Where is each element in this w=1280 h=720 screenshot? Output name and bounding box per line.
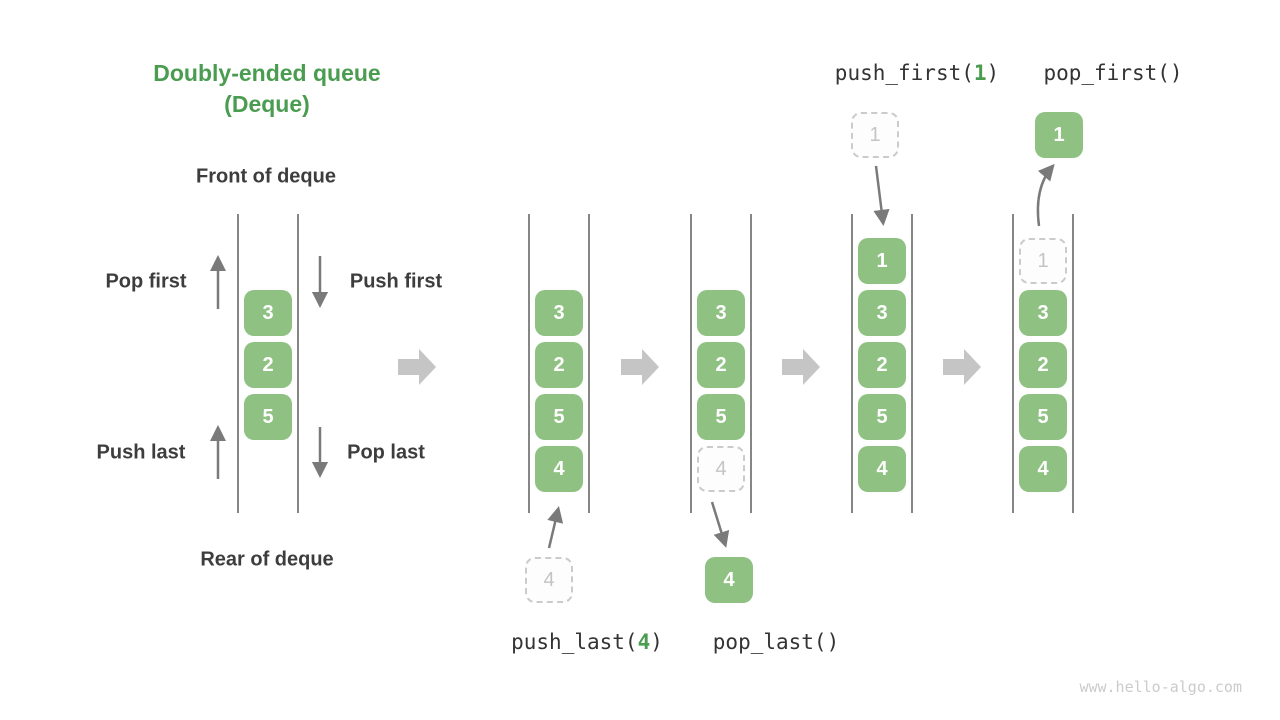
deque-pop-last-cell: 5: [697, 394, 745, 440]
pop-first-removed-cell: 1: [1035, 112, 1083, 158]
pop-last-call: pop_last(): [713, 630, 839, 654]
deque-push-first-cell: 3: [858, 290, 906, 336]
deque-push-first-cell: 5: [858, 394, 906, 440]
deque-push-first-cell: 1: [858, 238, 906, 284]
code-text: push_last(: [511, 630, 638, 654]
push-last-label: Push last: [96, 441, 186, 464]
deque-initial-cell: 3: [244, 290, 292, 336]
rear-of-deque-label: Rear of deque: [200, 548, 334, 571]
queue-rails: [237, 214, 1074, 513]
code-text: pop_first(): [1043, 61, 1183, 85]
step-arrows: [398, 349, 981, 385]
push-first-call: push_first(1): [835, 61, 999, 85]
pop-last-transfer-arrow: [710, 501, 730, 548]
front-of-deque-label: Front of deque: [196, 165, 336, 188]
push-first-label: Push first: [349, 270, 443, 293]
push-first-transfer-arrow: [873, 165, 890, 227]
pop-first-transfer-arrow: [1036, 163, 1055, 227]
deque-pop-last-cell: 2: [697, 342, 745, 388]
deque-push-first-cell: 2: [858, 342, 906, 388]
deque-push-last-cell: 5: [535, 394, 583, 440]
thin-arrows: [209, 163, 1055, 549]
deque-pop-first-cell: 4: [1019, 446, 1067, 492]
pop-last-removed-cell: 4: [705, 557, 753, 603]
watermark: www.hello-algo.com: [1079, 678, 1242, 696]
deque-pop-last-cell: 3: [697, 290, 745, 336]
title-line1: Doubly-ended queue: [153, 60, 381, 86]
diagram-title: Doubly-ended queue (Deque): [153, 58, 380, 120]
deque-initial-cell: 2: [244, 342, 292, 388]
pop-first-call: pop_first(): [1043, 61, 1182, 85]
deque-pop-first-cell: 3: [1019, 290, 1067, 336]
code-text: ): [986, 61, 1000, 85]
pop-last-label: Pop last: [347, 441, 425, 464]
pop-first-label: Pop first: [105, 270, 187, 293]
flow-arrow: [943, 349, 981, 385]
push-last-transfer-arrow: [547, 506, 564, 549]
push-last-incoming-cell-dashed: 4: [525, 557, 573, 603]
deque-pop-first-cell: 5: [1019, 394, 1067, 440]
deque-push-last-cell: 2: [535, 342, 583, 388]
flow-arrow: [621, 349, 659, 385]
push-first-incoming-cell-dashed: 1: [851, 112, 899, 158]
code-text: push_first(: [834, 61, 974, 85]
title-line2: (Deque): [224, 91, 310, 117]
deque-pop-first-cell: 2: [1019, 342, 1067, 388]
code-text: ): [650, 630, 663, 654]
deque-pop-first-cell-dashed: 1: [1019, 238, 1067, 284]
deque-initial-cell: 5: [244, 394, 292, 440]
deque-push-first-cell: 4: [858, 446, 906, 492]
push-last-call: push_last(4): [511, 630, 663, 654]
deque-push-last-cell: 4: [535, 446, 583, 492]
code-text: pop_last(): [712, 630, 840, 654]
flow-arrow: [398, 349, 436, 385]
deque-push-last-cell: 3: [535, 290, 583, 336]
flow-arrow: [782, 349, 820, 385]
deque-pop-last-cell-dashed: 4: [697, 446, 745, 492]
code-arg: 1: [973, 61, 987, 85]
code-arg: 4: [637, 630, 651, 654]
